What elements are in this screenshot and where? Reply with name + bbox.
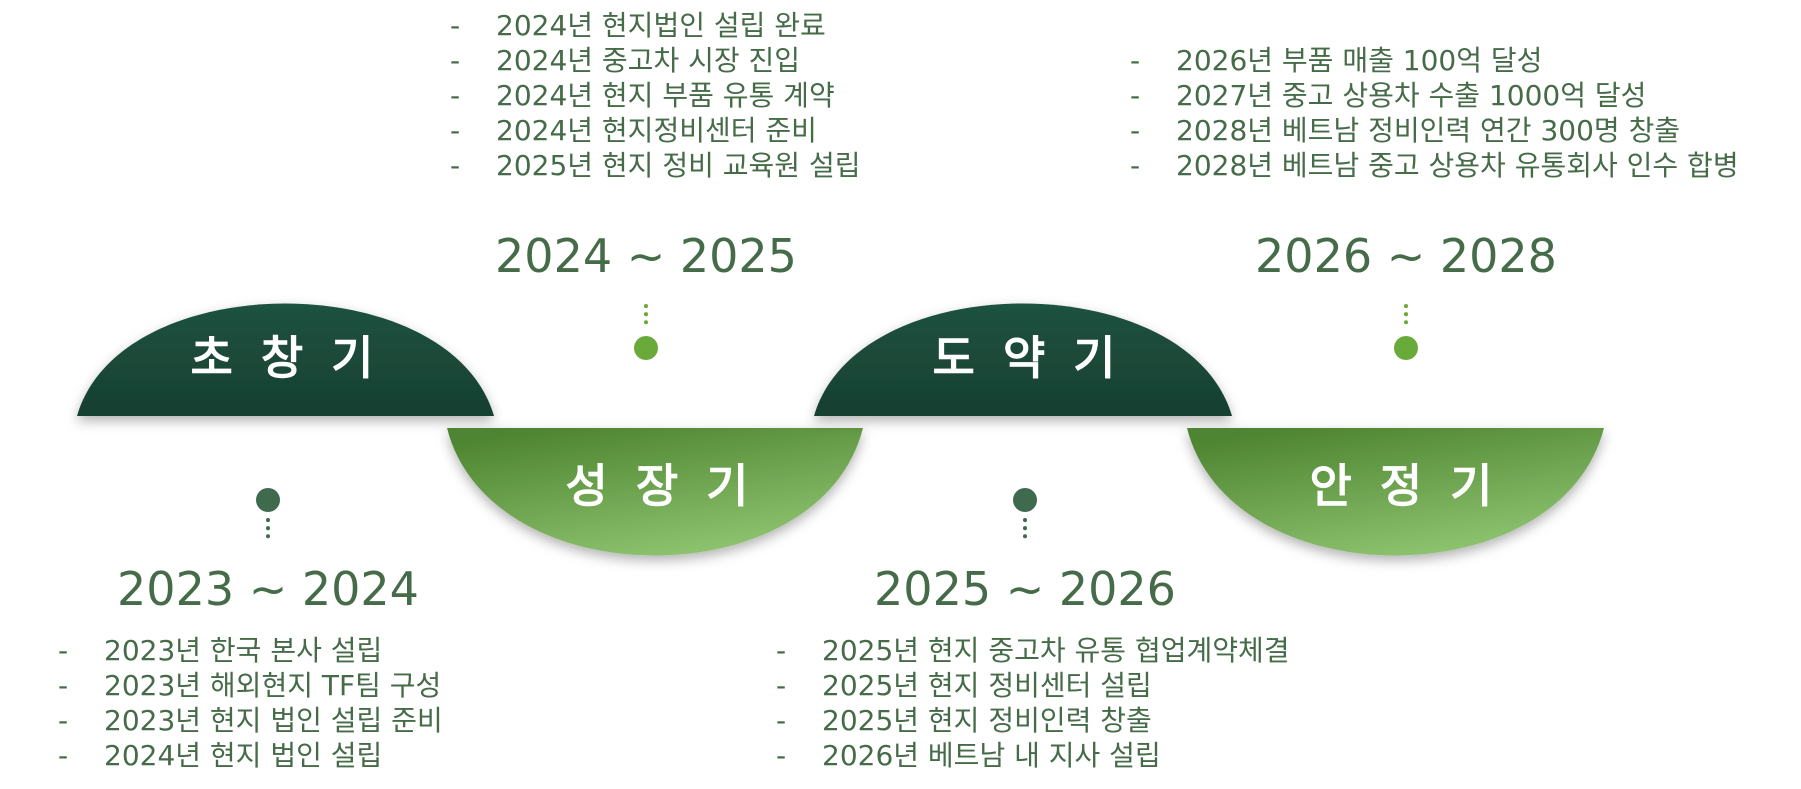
milestone-text: 2024년 현지정비센터 준비	[496, 114, 817, 147]
milestone-text: 2025년 현지 정비센터 설립	[822, 669, 1152, 702]
milestone-text: 2027년 중고 상용차 수출 1000억 달성	[1176, 79, 1647, 112]
milestone-text: 2026년 부품 매출 100억 달성	[1176, 44, 1543, 77]
bullet-dash: -	[58, 739, 69, 772]
list-item: - 2024년 현지 법인 설립	[58, 738, 443, 773]
stage-1-connector	[256, 488, 280, 542]
list-item: - 2024년 현지정비센터 준비	[450, 113, 860, 148]
list-item: - 2023년 현지 법인 설립 준비	[58, 703, 443, 738]
milestone-text: 2024년 현지 부품 유통 계약	[496, 79, 835, 112]
list-item: - 2023년 한국 본사 설립	[58, 633, 443, 668]
stage-4-years: 2026 ~ 2028	[1255, 229, 1557, 283]
bullet-dash: -	[58, 634, 69, 667]
bullet-dash: -	[1130, 149, 1141, 182]
stage-2-milestone-list: - 2024년 현지법인 설립 완료 - 2024년 중고차 시장 진입 - 2024…	[450, 8, 860, 183]
bullet-dash: -	[776, 704, 787, 737]
stage-3-marker-dot	[1013, 488, 1037, 512]
stage-4-marker-dot	[1394, 336, 1418, 360]
stage-1-marker-dot	[256, 488, 280, 512]
bullet-dash: -	[450, 79, 461, 112]
stage-3-milestone-list: - 2025년 현지 중고차 유통 협업계약체결 - 2025년 현지 정비센터 설…	[776, 633, 1290, 773]
bullet-dash: -	[776, 669, 787, 702]
list-item: - 2026년 베트남 내 지사 설립	[776, 738, 1290, 773]
list-item: - 2025년 현지 정비 교육원 설립	[450, 148, 860, 183]
stage-1-milestone-list: - 2023년 한국 본사 설립 - 2023년 해외현지 TF팀 구성 - 2023…	[58, 633, 443, 773]
milestone-text: 2028년 베트남 정비인력 연간 300명 창출	[1176, 114, 1681, 147]
milestone-text: 2026년 베트남 내 지사 설립	[822, 739, 1161, 772]
list-item: - 2024년 중고차 시장 진입	[450, 43, 860, 78]
bullet-dash: -	[450, 44, 461, 77]
stage-3-arc: 도 약 기	[814, 303, 1232, 416]
bullet-dash: -	[776, 634, 787, 667]
bullet-dash: -	[1130, 114, 1141, 147]
bullet-dash: -	[450, 9, 461, 42]
list-item: - 2026년 부품 매출 100억 달성	[1130, 43, 1739, 78]
list-item: - 2025년 현지 정비센터 설립	[776, 668, 1290, 703]
stage-4-milestone-list: - 2026년 부품 매출 100억 달성 - 2027년 중고 상용차 수출 10…	[1130, 43, 1739, 183]
bullet-dash: -	[776, 739, 787, 772]
list-item: - 2023년 해외현지 TF팀 구성	[58, 668, 443, 703]
stage-2-arc-shape	[447, 428, 863, 556]
stage-1-years: 2023 ~ 2024	[117, 562, 419, 616]
bullet-dash: -	[450, 149, 461, 182]
stage-2-arc: 성 장 기	[447, 428, 863, 556]
list-item: - 2025년 현지 중고차 유통 협업계약체결	[776, 633, 1290, 668]
stage-1-label: 초 창 기	[191, 331, 380, 385]
list-item: - 2028년 베트남 중고 상용차 유통회사 인수 합병	[1130, 148, 1739, 183]
stage-4-connector	[1394, 304, 1418, 360]
bullet-dash: -	[1130, 44, 1141, 77]
list-item: - 2024년 현지 부품 유통 계약	[450, 78, 860, 113]
bullet-dash: -	[450, 114, 461, 147]
stage-3-years: 2025 ~ 2026	[874, 562, 1176, 616]
stage-3-arc-shape	[814, 303, 1232, 416]
stage-1-arc-shape	[77, 303, 494, 416]
stage-2-connector	[634, 304, 658, 360]
milestone-text: 2023년 해외현지 TF팀 구성	[104, 669, 442, 702]
milestone-text: 2025년 현지 정비인력 창출	[822, 704, 1152, 737]
milestone-text: 2024년 중고차 시장 진입	[496, 44, 801, 77]
milestone-text: 2024년 현지 법인 설립	[104, 739, 383, 772]
list-item: - 2028년 베트남 정비인력 연간 300명 창출	[1130, 113, 1739, 148]
stage-2-marker-dot	[634, 336, 658, 360]
stage-2-years: 2024 ~ 2025	[495, 229, 797, 283]
stage-4-label: 안 정 기	[1310, 459, 1499, 513]
milestone-text: 2024년 현지법인 설립 완료	[496, 9, 826, 42]
bullet-dash: -	[1130, 79, 1141, 112]
list-item: - 2025년 현지 정비인력 창출	[776, 703, 1290, 738]
stage-4-arc-shape	[1187, 428, 1604, 556]
list-item: - 2027년 중고 상용차 수출 1000억 달성	[1130, 78, 1739, 113]
stage-2-label: 성 장 기	[566, 459, 755, 513]
bullet-dash: -	[58, 669, 69, 702]
stage-3-label: 도 약 기	[933, 331, 1122, 385]
stage-4-arc: 안 정 기	[1187, 428, 1604, 556]
stage-1-arc: 초 창 기	[77, 303, 494, 416]
bullet-dash: -	[58, 704, 69, 737]
milestone-text: 2023년 현지 법인 설립 준비	[104, 704, 443, 737]
milestone-text: 2028년 베트남 중고 상용차 유통회사 인수 합병	[1176, 149, 1739, 182]
milestone-text: 2023년 한국 본사 설립	[104, 634, 383, 667]
stage-3-connector	[1013, 488, 1037, 542]
milestone-text: 2025년 현지 정비 교육원 설립	[496, 149, 861, 182]
list-item: - 2024년 현지법인 설립 완료	[450, 8, 860, 43]
milestone-text: 2025년 현지 중고차 유통 협업계약체결	[822, 634, 1290, 667]
